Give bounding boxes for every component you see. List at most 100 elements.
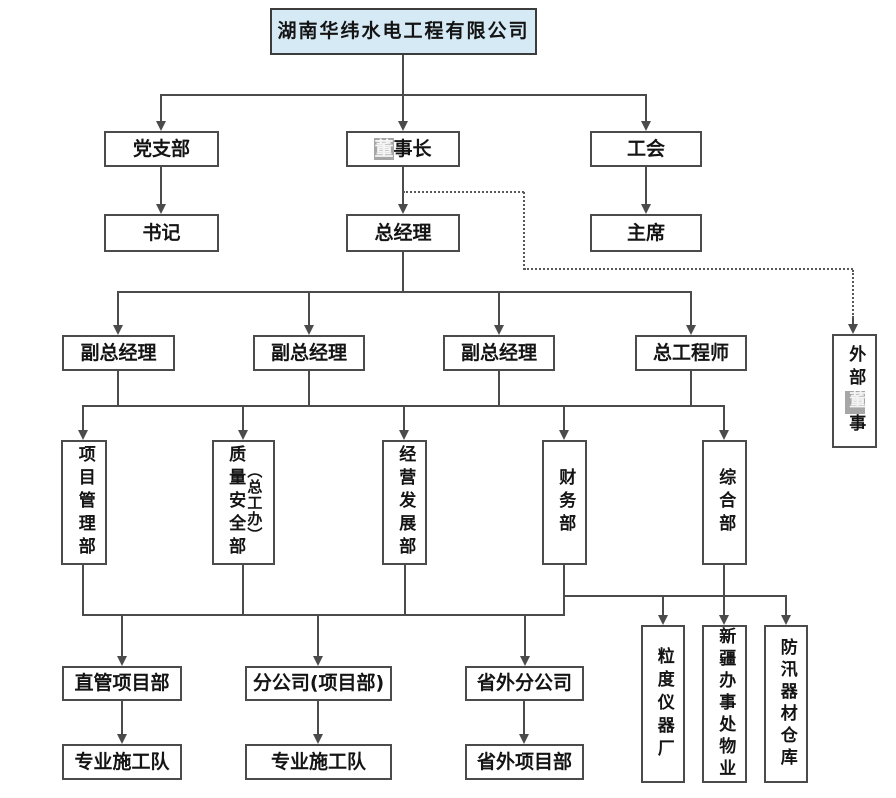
- connector-line: [852, 316, 854, 326]
- arrowhead-icon: [398, 121, 408, 131]
- connector-line: [82, 614, 565, 616]
- node-label-part: 事: [845, 414, 866, 437]
- arrowhead-icon: [113, 325, 123, 335]
- node-label: 粒度仪器厂: [653, 646, 674, 762]
- node-xinjiang-office-property: 新疆办事处物业: [702, 625, 747, 783]
- node-deputy-gm-2: 副总经理: [253, 335, 365, 371]
- node-label: 外部董事: [845, 345, 866, 437]
- arrowhead-icon: [494, 325, 504, 335]
- dotted-connector-line: [403, 191, 524, 193]
- arrowhead-icon: [641, 121, 651, 131]
- connector-line: [317, 701, 319, 736]
- connector-line: [402, 167, 404, 206]
- connector-line: [524, 615, 526, 658]
- node-label: 总经理: [374, 221, 432, 244]
- connector-line: [723, 406, 725, 432]
- connector-line: [403, 406, 405, 432]
- arrowhead-icon: [641, 204, 651, 214]
- connector-line: [160, 95, 162, 123]
- node-label: 直管项目部: [74, 672, 170, 694]
- arrowhead-icon: [117, 656, 127, 666]
- node-label: 书记: [142, 221, 181, 244]
- arrowhead-icon: [313, 656, 323, 666]
- node-external-director: 外部董事: [832, 334, 877, 448]
- highlighted-char: 董: [374, 137, 394, 160]
- connector-line: [160, 167, 162, 206]
- connector-line: [308, 371, 310, 406]
- node-label: 财务部: [555, 468, 576, 537]
- arrowhead-icon: [78, 430, 88, 440]
- node-flood-equipment-warehouse: 防汛器材仓库: [764, 625, 808, 783]
- connector-line: [690, 292, 692, 327]
- connector-line: [662, 596, 664, 617]
- arrowhead-icon: [304, 325, 314, 335]
- connector-line: [723, 565, 725, 617]
- connector-line: [242, 406, 244, 432]
- connector-line: [317, 615, 319, 658]
- connector-line: [498, 292, 500, 327]
- node-company: 湖南华纬水电工程有限公司: [270, 8, 537, 55]
- node-secretary: 书记: [104, 214, 219, 252]
- connector-line: [308, 292, 310, 327]
- node-deputy-gm-1: 副总经理: [62, 335, 175, 371]
- connector-line: [242, 565, 244, 615]
- arrowhead-icon: [719, 430, 729, 440]
- node-label: 专业施工队: [270, 750, 366, 773]
- connector-line: [117, 371, 119, 406]
- node-label: 省外项目部: [476, 750, 572, 773]
- connector-line: [785, 596, 787, 617]
- arrowhead-icon: [719, 615, 729, 625]
- node-label: 综合部: [715, 468, 736, 537]
- node-label: 董事长: [374, 137, 432, 160]
- node-union-chairman: 主席: [590, 214, 702, 252]
- connector-line: [563, 565, 565, 615]
- connector-line: [402, 95, 404, 123]
- arrowhead-icon: [313, 734, 323, 744]
- node-label-part: 外部: [845, 345, 866, 391]
- connector-line: [402, 55, 404, 95]
- connector-line: [117, 291, 692, 293]
- node-label: 分公司(项目部): [252, 672, 385, 694]
- node-construction-team-2: 专业施工队: [245, 744, 392, 780]
- arrowhead-icon: [398, 204, 408, 214]
- highlighted-char: 董: [845, 391, 866, 414]
- node-out-province-project-dept: 省外项目部: [465, 744, 584, 780]
- node-label: 省外分公司: [476, 672, 572, 694]
- arrowhead-icon: [848, 324, 858, 334]
- node-direct-project-dept: 直管项目部: [62, 666, 182, 701]
- node-sublabel: （总工办）: [245, 462, 264, 543]
- node-label: 防汛器材仓库: [776, 638, 797, 770]
- connector-line: [117, 292, 119, 327]
- dotted-connector-line: [852, 270, 854, 318]
- node-label: 主席: [626, 221, 665, 244]
- arrowhead-icon: [520, 656, 530, 666]
- node-label-rest: 事长: [393, 137, 432, 160]
- connector-line: [402, 252, 404, 292]
- node-label: 副总经理: [460, 341, 537, 364]
- arrowhead-icon: [781, 615, 791, 625]
- node-particle-instrument-factory: 粒度仪器厂: [641, 625, 685, 783]
- node-branch-company: 分公司(项目部): [245, 666, 392, 701]
- arrowhead-icon: [686, 325, 696, 335]
- node-label: 新疆办事处物业: [715, 627, 736, 781]
- connector-line: [82, 565, 84, 615]
- node-label: 总工程师: [652, 341, 729, 364]
- arrowhead-icon: [559, 430, 569, 440]
- node-label: 项目管理部: [74, 445, 95, 560]
- node-general-affairs-dept: 综合部: [702, 440, 747, 565]
- node-construction-team-1: 专业施工队: [62, 744, 182, 780]
- connector-line: [523, 701, 525, 736]
- connector-line: [82, 406, 84, 432]
- node-general-manager: 总经理: [346, 214, 460, 252]
- node-label: 湖南华纬水电工程有限公司: [277, 20, 530, 42]
- connector-line: [498, 371, 500, 406]
- connector-line: [645, 167, 647, 206]
- arrowhead-icon: [156, 121, 166, 131]
- arrowhead-icon: [399, 430, 409, 440]
- connector-line: [121, 615, 123, 658]
- node-finance-dept: 财务部: [542, 440, 587, 565]
- connector-line: [121, 701, 123, 736]
- connector-line: [563, 595, 787, 597]
- node-label: 党支部: [132, 137, 190, 160]
